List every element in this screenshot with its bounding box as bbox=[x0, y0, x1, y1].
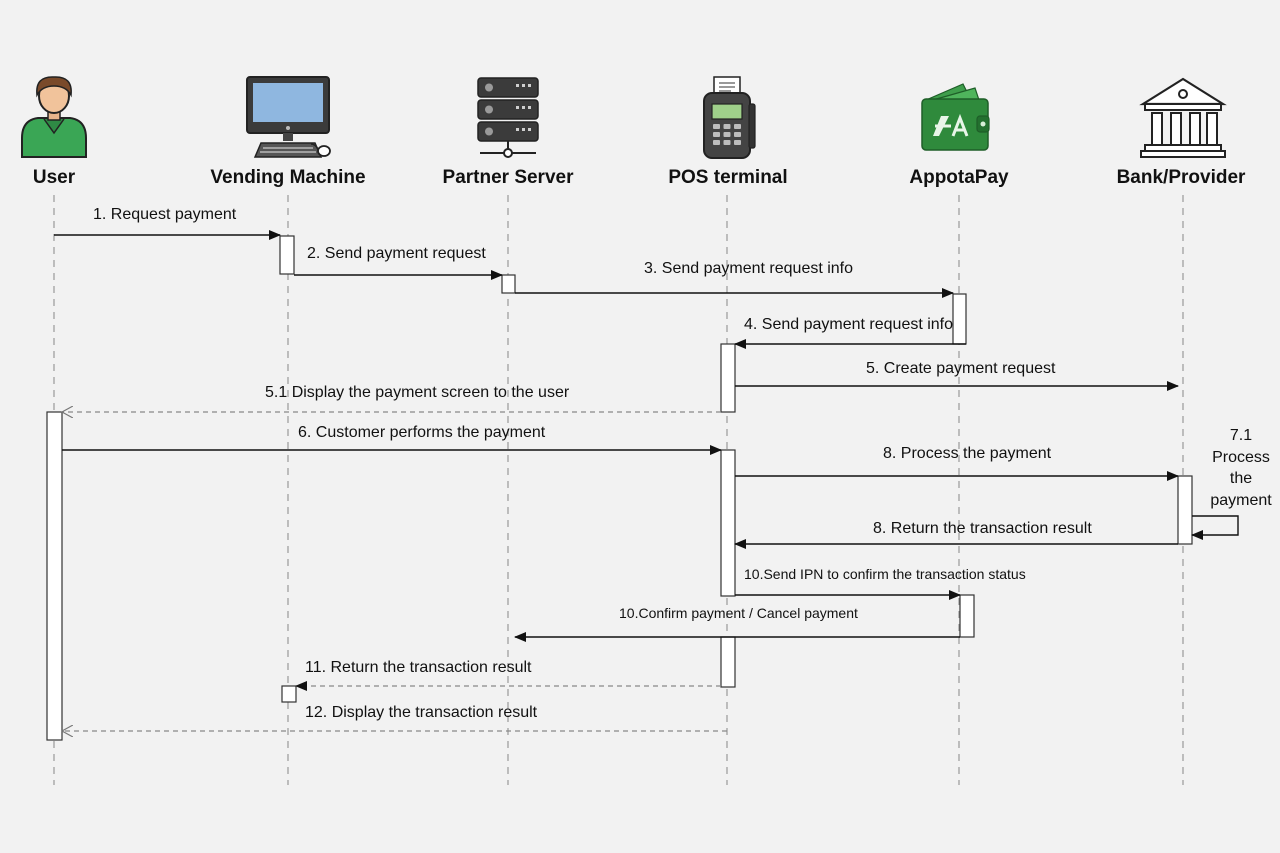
actor-label-user: User bbox=[32, 167, 76, 188]
message-label-12: 12. Display the transaction result bbox=[305, 704, 538, 721]
message-label-8-return: 8. Return the transaction result bbox=[873, 520, 1092, 537]
actor-label-partner-server: Partner Server bbox=[442, 167, 574, 188]
actor-label-pos-terminal: POS terminal bbox=[668, 167, 788, 188]
message-label-1: 1. Request payment bbox=[93, 206, 237, 223]
activation-partner-1 bbox=[501, 274, 516, 294]
actor-label-vending-machine: Vending Machine bbox=[210, 167, 366, 188]
message-label-5: 5. Create payment request bbox=[866, 360, 1056, 377]
appotapay-wallet-icon bbox=[921, 83, 990, 151]
message-label-5-1: 5.1 Display the payment screen to the us… bbox=[265, 384, 570, 401]
activation-pos-2 bbox=[720, 449, 736, 597]
computer-icon bbox=[246, 76, 331, 158]
server-icon bbox=[477, 77, 539, 158]
actor-label-bank-provider: Bank/Provider bbox=[1116, 167, 1246, 188]
message-label-3: 3. Send payment request info bbox=[644, 260, 854, 277]
message-label-8-process: 8. Process the payment bbox=[883, 445, 1052, 462]
message-label-2: 2. Send payment request bbox=[307, 245, 486, 262]
activation-pos-3 bbox=[720, 636, 736, 688]
arrow-7-1-self-process bbox=[1191, 515, 1239, 540]
activation-pos-1 bbox=[720, 343, 736, 413]
self-message-label-7-1: 7.1 Process the payment bbox=[1210, 427, 1272, 509]
message-label-4: 4. Send payment request info bbox=[744, 316, 954, 333]
message-label-6: 6. Customer performs the payment bbox=[298, 424, 546, 441]
message-arrows bbox=[54, 230, 1239, 731]
message-label-10-confirm: 10.Confirm payment / Cancel payment bbox=[619, 605, 858, 621]
activations bbox=[46, 235, 1193, 741]
activation-vending-2 bbox=[281, 685, 297, 703]
activation-vending-1 bbox=[279, 235, 295, 275]
bank-icon bbox=[1139, 77, 1227, 158]
message-label-10-ipn: 10.Send IPN to confirm the transaction s… bbox=[744, 566, 1026, 582]
activation-bank-1 bbox=[1177, 475, 1193, 545]
activation-appotapay-2 bbox=[959, 594, 975, 638]
message-label-11: 11. Return the transaction result bbox=[305, 659, 532, 676]
user-icon bbox=[21, 76, 87, 158]
lifelines bbox=[53, 195, 1184, 785]
pos-terminal-icon bbox=[703, 76, 756, 159]
activation-appotapay-1 bbox=[952, 293, 967, 345]
actor-label-appotapay: AppotaPay bbox=[909, 167, 1009, 188]
activation-user-1 bbox=[46, 411, 63, 741]
